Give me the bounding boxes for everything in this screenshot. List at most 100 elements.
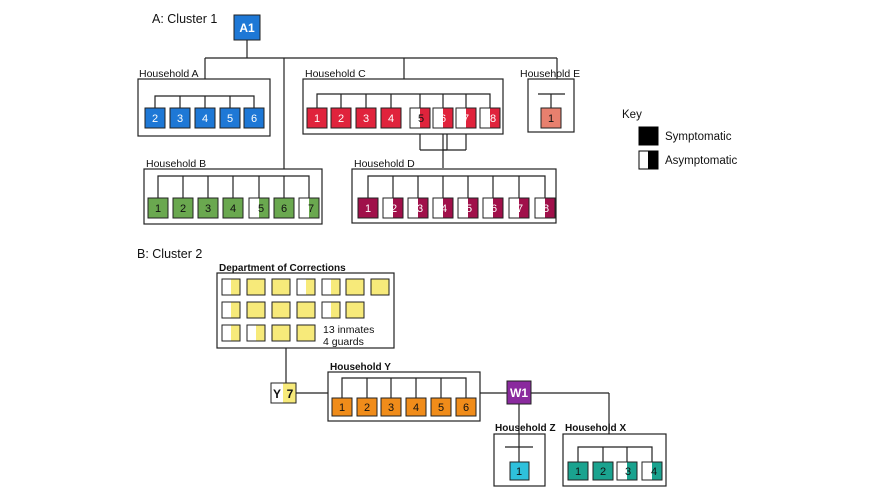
household-d-member-asymptomatic: 5 (457, 197, 479, 219)
cluster-1-title: A: Cluster 1 (152, 12, 217, 26)
cluster-2-title: B: Cluster 2 (137, 247, 202, 261)
corrections-guards-count: 4 guards (323, 336, 364, 348)
member-number: 2 (391, 203, 397, 215)
member-number: 6 (440, 113, 446, 125)
household-a-member: 3 (169, 107, 191, 129)
corrections-member (296, 324, 316, 342)
corrections-member (345, 301, 365, 319)
member-number: 1 (516, 466, 522, 478)
legend-title: Key (622, 109, 642, 121)
legend-symptomatic: Symptomatic (638, 126, 732, 146)
member-number: 2 (152, 113, 158, 125)
department-of-corrections: Department of Corrections 13 inmates 4 g… (216, 263, 395, 349)
member-number: 1 (575, 466, 581, 478)
household-b-member: 2 (172, 197, 194, 219)
member-number: 2 (180, 203, 186, 215)
member-number: 3 (625, 466, 631, 478)
household-a-member: 6 (243, 107, 265, 129)
household-a-member: 5 (219, 107, 241, 129)
member-number: 4 (441, 203, 447, 215)
member-number: 2 (364, 402, 370, 414)
member-number: 8 (543, 203, 549, 215)
member-number: 6 (463, 402, 469, 414)
corrections-member (271, 301, 291, 319)
member-number: 5 (466, 203, 472, 215)
legend-symptomatic-label: Symptomatic (665, 131, 732, 143)
corrections-member-asymptomatic (221, 301, 241, 319)
household-z-member: 1 (509, 461, 530, 481)
member-number: 1 (314, 113, 320, 125)
corrections-member-asymptomatic (246, 324, 266, 342)
member-number: 6 (281, 203, 287, 215)
household-y-member: 5 (430, 397, 452, 417)
member-number: 2 (600, 466, 606, 478)
household-c-member-asymptomatic: 5 (409, 107, 431, 129)
household-c-member-asymptomatic: 6 (432, 107, 454, 129)
member-number: 7 (308, 203, 314, 215)
household-c-member: 2 (330, 107, 352, 129)
corrections-member (246, 301, 266, 319)
corrections-member (271, 278, 291, 296)
member-number: 1 (339, 402, 345, 414)
household-y: Household Y 1 2 3 4 5 6 (327, 362, 481, 422)
household-d-member-asymptomatic: 4 (432, 197, 454, 219)
household-z-label: Household Z (495, 423, 556, 434)
index-case-w1-label: W1 (510, 386, 528, 400)
household-d-member-asymptomatic: 3 (407, 197, 429, 219)
household-x-member-asymptomatic: 3 (616, 461, 638, 481)
corrections-inmates-count: 13 inmates (323, 324, 374, 336)
member-number: 4 (388, 113, 394, 125)
corrections-member (345, 278, 365, 296)
household-x-member-asymptomatic: 4 (641, 461, 663, 481)
household-e-label: Household E (520, 68, 580, 80)
corrections-member (370, 278, 390, 296)
link-case-left: Y (273, 387, 281, 401)
member-number: 1 (365, 203, 371, 215)
household-a-label: Household A (139, 68, 199, 80)
cluster-2-connectors (285, 348, 610, 434)
corrections-member-asymptomatic (321, 301, 341, 319)
household-a-member: 4 (194, 107, 216, 129)
household-c-member: 3 (355, 107, 377, 129)
member-number: 7 (463, 113, 469, 125)
household-y-member: 4 (405, 397, 427, 417)
corrections-member-asymptomatic (221, 278, 241, 296)
member-number: 5 (438, 402, 444, 414)
member-number: 2 (338, 113, 344, 125)
member-number: 1 (548, 113, 554, 125)
household-x-member: 1 (567, 461, 589, 481)
corrections-member-asymptomatic (296, 278, 316, 296)
index-case-w1: W1 (506, 380, 532, 405)
household-x: Household X 1 2 3 4 (562, 423, 667, 487)
household-b-member: 1 (147, 197, 169, 219)
member-number: 8 (490, 113, 496, 125)
index-case-a1-label: A1 (239, 21, 255, 35)
household-c-label: Household C (305, 68, 366, 80)
index-case-a1: A1 (233, 14, 261, 41)
household-d-member-asymptomatic: 8 (534, 197, 556, 219)
legend-asymptomatic: Asymptomatic (638, 150, 737, 170)
member-number: 3 (388, 402, 394, 414)
household-x-member: 2 (592, 461, 614, 481)
member-number: 4 (413, 402, 419, 414)
household-d-member-asymptomatic: 2 (382, 197, 404, 219)
member-number: 5 (227, 113, 233, 125)
household-c-member: 4 (380, 107, 402, 129)
household-d-member-asymptomatic: 6 (482, 197, 504, 219)
household-y-member: 2 (356, 397, 378, 417)
household-b-member: 6 (273, 197, 295, 219)
member-number: 3 (205, 203, 211, 215)
link-case-right: 7 (287, 387, 294, 401)
corrections-member-asymptomatic (221, 324, 241, 342)
household-a: Household A 2 3 4 5 6 (137, 68, 271, 137)
member-number: 4 (230, 203, 236, 215)
household-y-member: 3 (380, 397, 402, 417)
household-y-label: Household Y (330, 362, 391, 373)
household-b-label: Household B (146, 158, 206, 170)
member-number: 7 (517, 203, 523, 215)
member-number: 3 (417, 203, 423, 215)
household-c: Household C 1 2 3 4 5 6 7 8 (302, 68, 504, 135)
member-number: 5 (418, 113, 424, 125)
household-y-member: 6 (455, 397, 477, 417)
